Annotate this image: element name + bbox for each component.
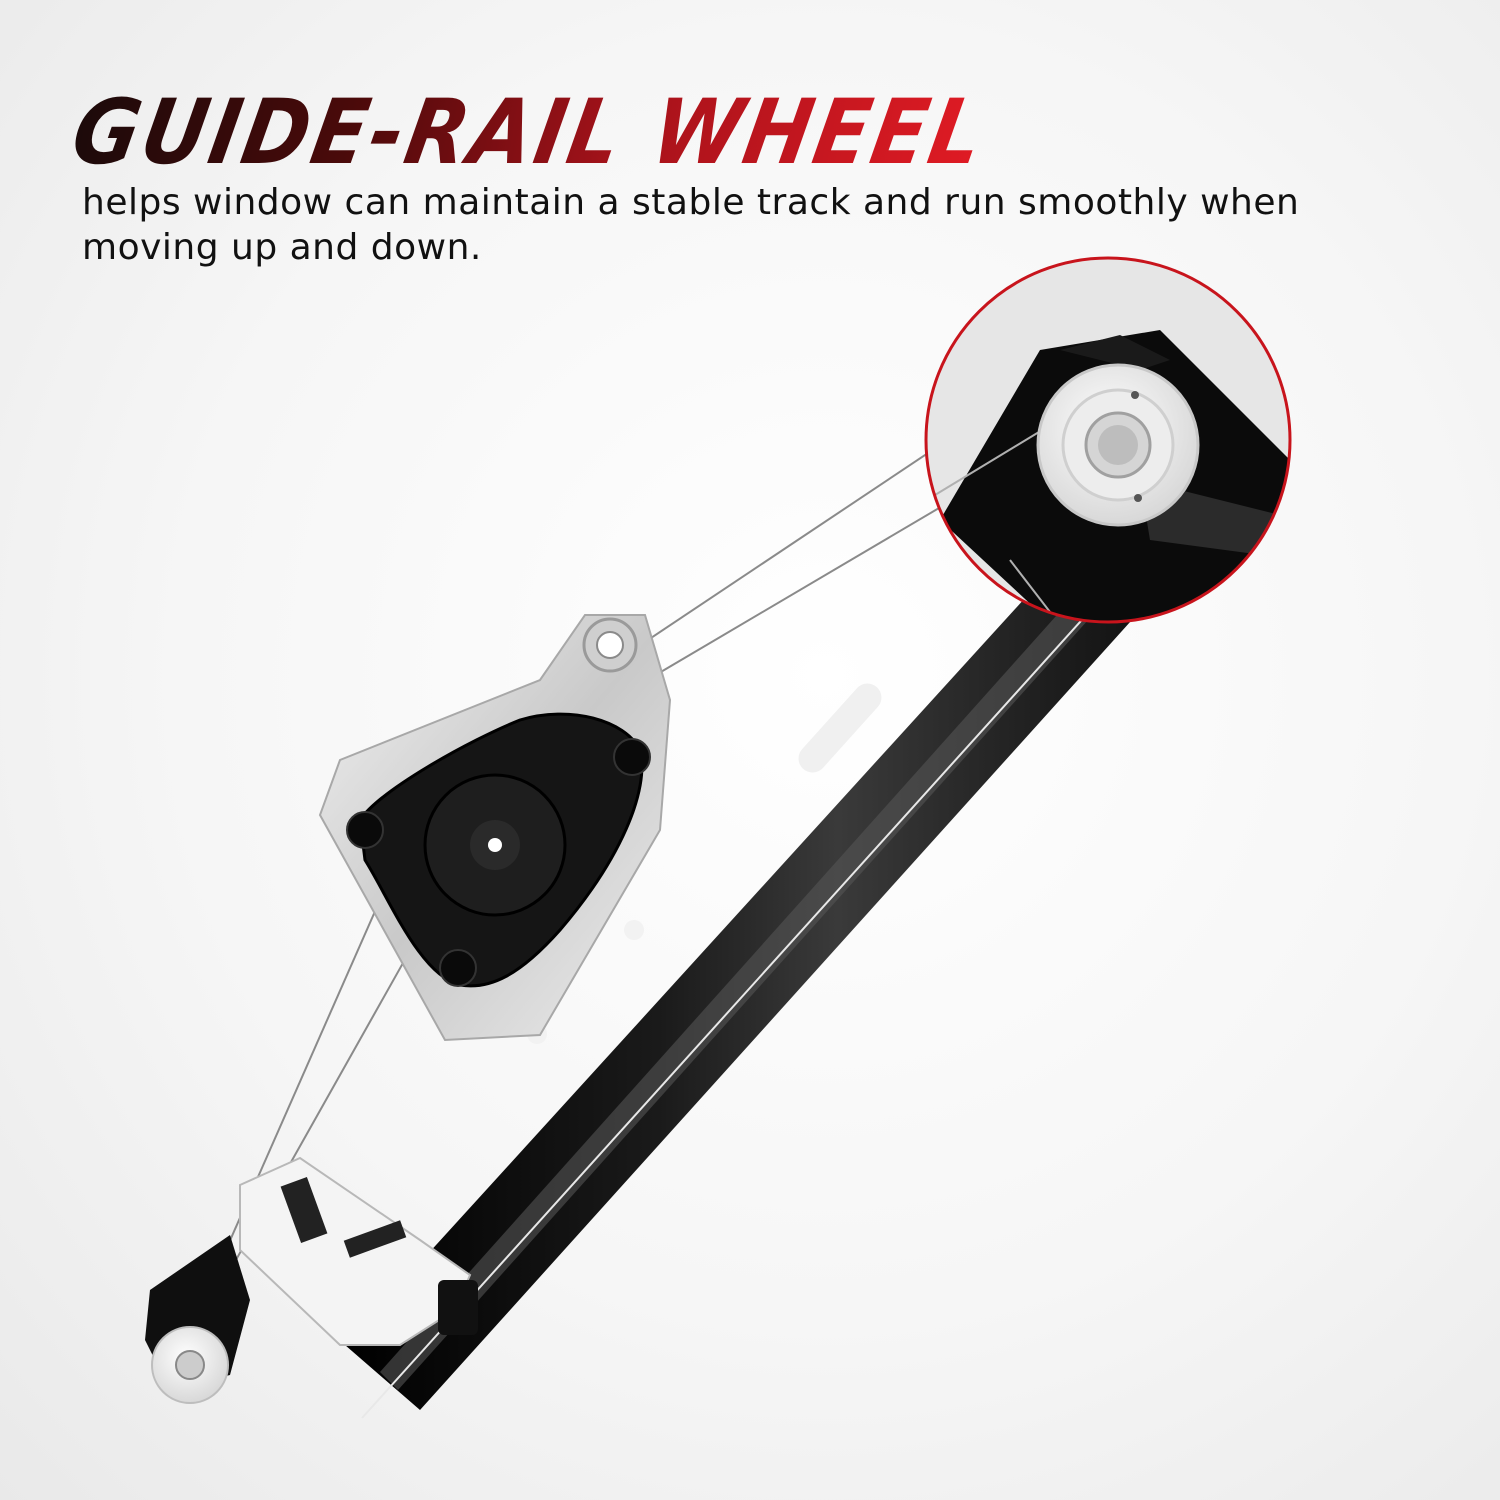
rail-hole bbox=[624, 920, 644, 940]
guide-wheel-zoom-icon bbox=[924, 256, 1292, 624]
lower-pulley bbox=[145, 1235, 250, 1404]
glass-carrier bbox=[239, 1156, 478, 1346]
rail-slot bbox=[798, 683, 882, 773]
motor-housing bbox=[346, 712, 651, 988]
feature-description: helps window can maintain a stable track… bbox=[82, 182, 1300, 268]
